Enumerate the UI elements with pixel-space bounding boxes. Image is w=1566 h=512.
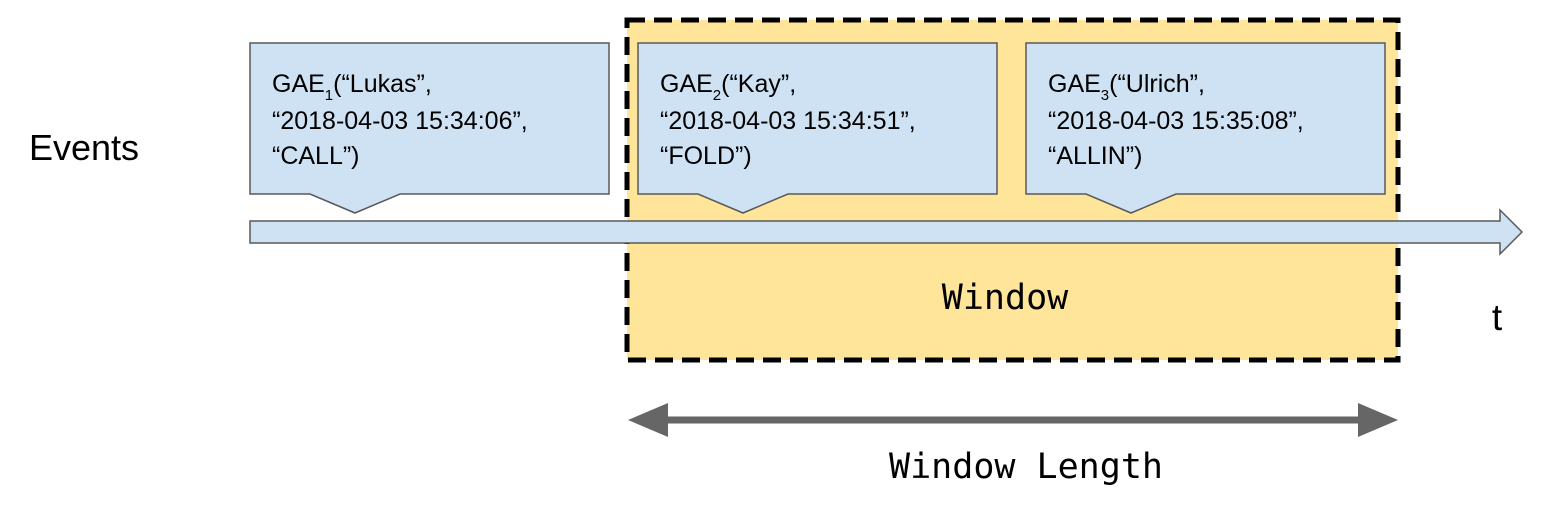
event-1-timestamp: “2018-04-03 15:34:06”,	[272, 107, 528, 135]
window-length-arrow-right-head	[1358, 403, 1398, 437]
event-2-line-1: GAE2(“Kay”,	[660, 70, 796, 104]
window-length-arrow-left-head	[628, 403, 668, 437]
event-3-index: 3	[1101, 87, 1109, 104]
event-1-name: (“Lukas”,	[333, 70, 432, 98]
event-2-name: (“Kay”,	[721, 70, 796, 98]
window-length-arrow	[628, 403, 1398, 437]
event-3-timestamp: “2018-04-03 15:35:08”,	[1048, 107, 1304, 135]
event-2-prefix: GAE	[660, 70, 713, 98]
event-3-line-1: GAE3(“Ulrich”,	[1048, 70, 1205, 104]
event-1-prefix: GAE	[272, 70, 325, 98]
event-3-action: “ALLIN”)	[1048, 142, 1142, 170]
event-callout-3-shape	[1025, 42, 1386, 214]
window-length-label: Window Length	[889, 447, 1163, 487]
event-2-timestamp: “2018-04-03 15:34:51”,	[660, 107, 916, 135]
event-3-prefix: GAE	[1048, 70, 1101, 98]
event-1-line-1: GAE1(“Lukas”,	[272, 70, 432, 104]
event-2-index: 2	[713, 87, 721, 104]
window-label: Window	[942, 278, 1069, 318]
event-callout-1: GAE1(“Lukas”, “2018-04-03 15:34:06”, “CA…	[249, 42, 610, 214]
event-callout-2-shape	[637, 42, 998, 214]
event-1-action: “CALL”)	[272, 142, 360, 170]
event-2-action: “FOLD”)	[660, 142, 752, 170]
event-callout-2: GAE2(“Kay”, “2018-04-03 15:34:51”, “FOLD…	[637, 42, 998, 214]
event-3-name: (“Ulrich”,	[1109, 70, 1205, 98]
event-callout-3: GAE3(“Ulrich”, “2018-04-03 15:35:08”, “A…	[1025, 42, 1386, 214]
time-axis-arrow	[249, 208, 1524, 256]
event-callout-1-shape	[249, 42, 610, 214]
event-1-index: 1	[325, 87, 333, 104]
time-axis-label: t	[1492, 297, 1503, 338]
events-row-label: Events	[29, 127, 139, 168]
